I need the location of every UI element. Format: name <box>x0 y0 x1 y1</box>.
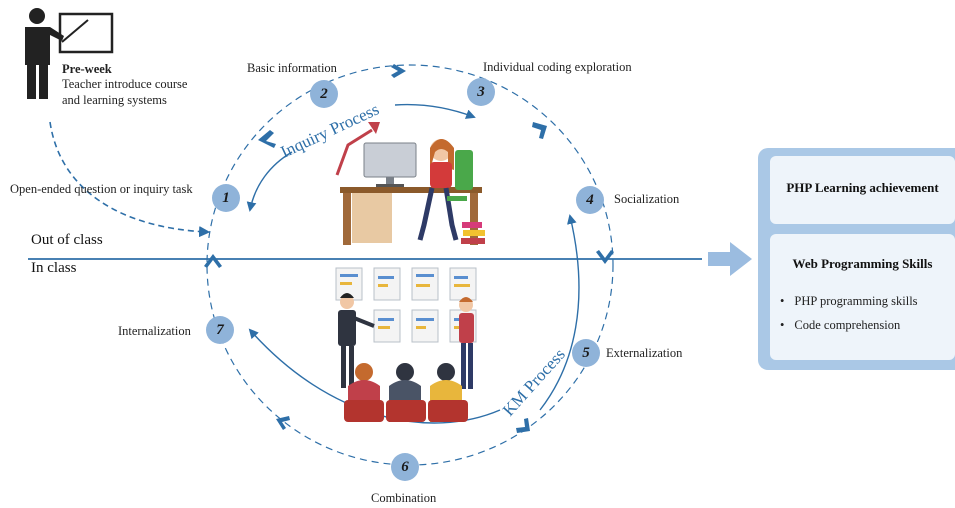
chevron-icon <box>276 416 290 430</box>
outcomes-panel: PHP Learning achievement Web Programming… <box>758 148 955 370</box>
step-4-label: Socialization <box>614 192 680 206</box>
step-1-node: 1 <box>212 184 240 212</box>
achievement-card: PHP Learning achievement <box>770 156 955 224</box>
in-class-label: In class <box>31 260 77 276</box>
chevron-icon <box>532 122 547 139</box>
step-6-label: Combination <box>371 491 437 505</box>
step-2-label: Basic information <box>247 61 337 75</box>
step-1-label: Open-ended question or inquiry task <box>10 182 193 196</box>
inquiry-arc-arrow-top <box>394 103 476 119</box>
chevron-icon <box>391 64 406 78</box>
chevron-icon <box>516 418 530 433</box>
step-3-label: Individual coding exploration <box>483 60 632 74</box>
km-arc-arrow-right <box>539 214 580 411</box>
step-4-node: 4 <box>576 186 604 214</box>
pre-week-arrow <box>49 121 211 238</box>
skill-item-php: PHP programming skills <box>780 294 917 309</box>
classroom-illustration <box>335 267 477 422</box>
step-2-node: 2 <box>310 80 338 108</box>
pre-week-line-2: and learning systems <box>62 93 167 107</box>
achievement-title: PHP Learning achievement <box>786 180 939 195</box>
chevron-icon <box>204 254 222 268</box>
pre-week-line-1: Teacher introduce course <box>62 77 188 91</box>
outcome-arrow <box>708 242 752 276</box>
step-5-label: Externalization <box>606 346 683 360</box>
chevron-icon <box>596 250 614 264</box>
step-6-node: 6 <box>391 453 419 481</box>
pre-week-title: Pre-week <box>62 62 112 76</box>
student-desk-illustration <box>335 122 485 245</box>
inquiry-arc-arrow-left <box>246 151 293 212</box>
skills-title: Web Programming Skills <box>792 256 933 271</box>
skills-card: Web Programming Skills PHP programming s… <box>770 234 955 360</box>
chevron-icon <box>258 130 276 148</box>
chevron-icons <box>204 64 614 433</box>
step-7-node: 7 <box>206 316 234 344</box>
step-7-label: Internalization <box>118 324 191 338</box>
skill-item-code: Code comprehension <box>780 318 900 333</box>
step-5-node: 5 <box>572 339 600 367</box>
out-of-class-label: Out of class <box>31 232 103 248</box>
step-3-node: 3 <box>467 78 495 106</box>
teacher-pictogram-icon <box>25 8 114 99</box>
